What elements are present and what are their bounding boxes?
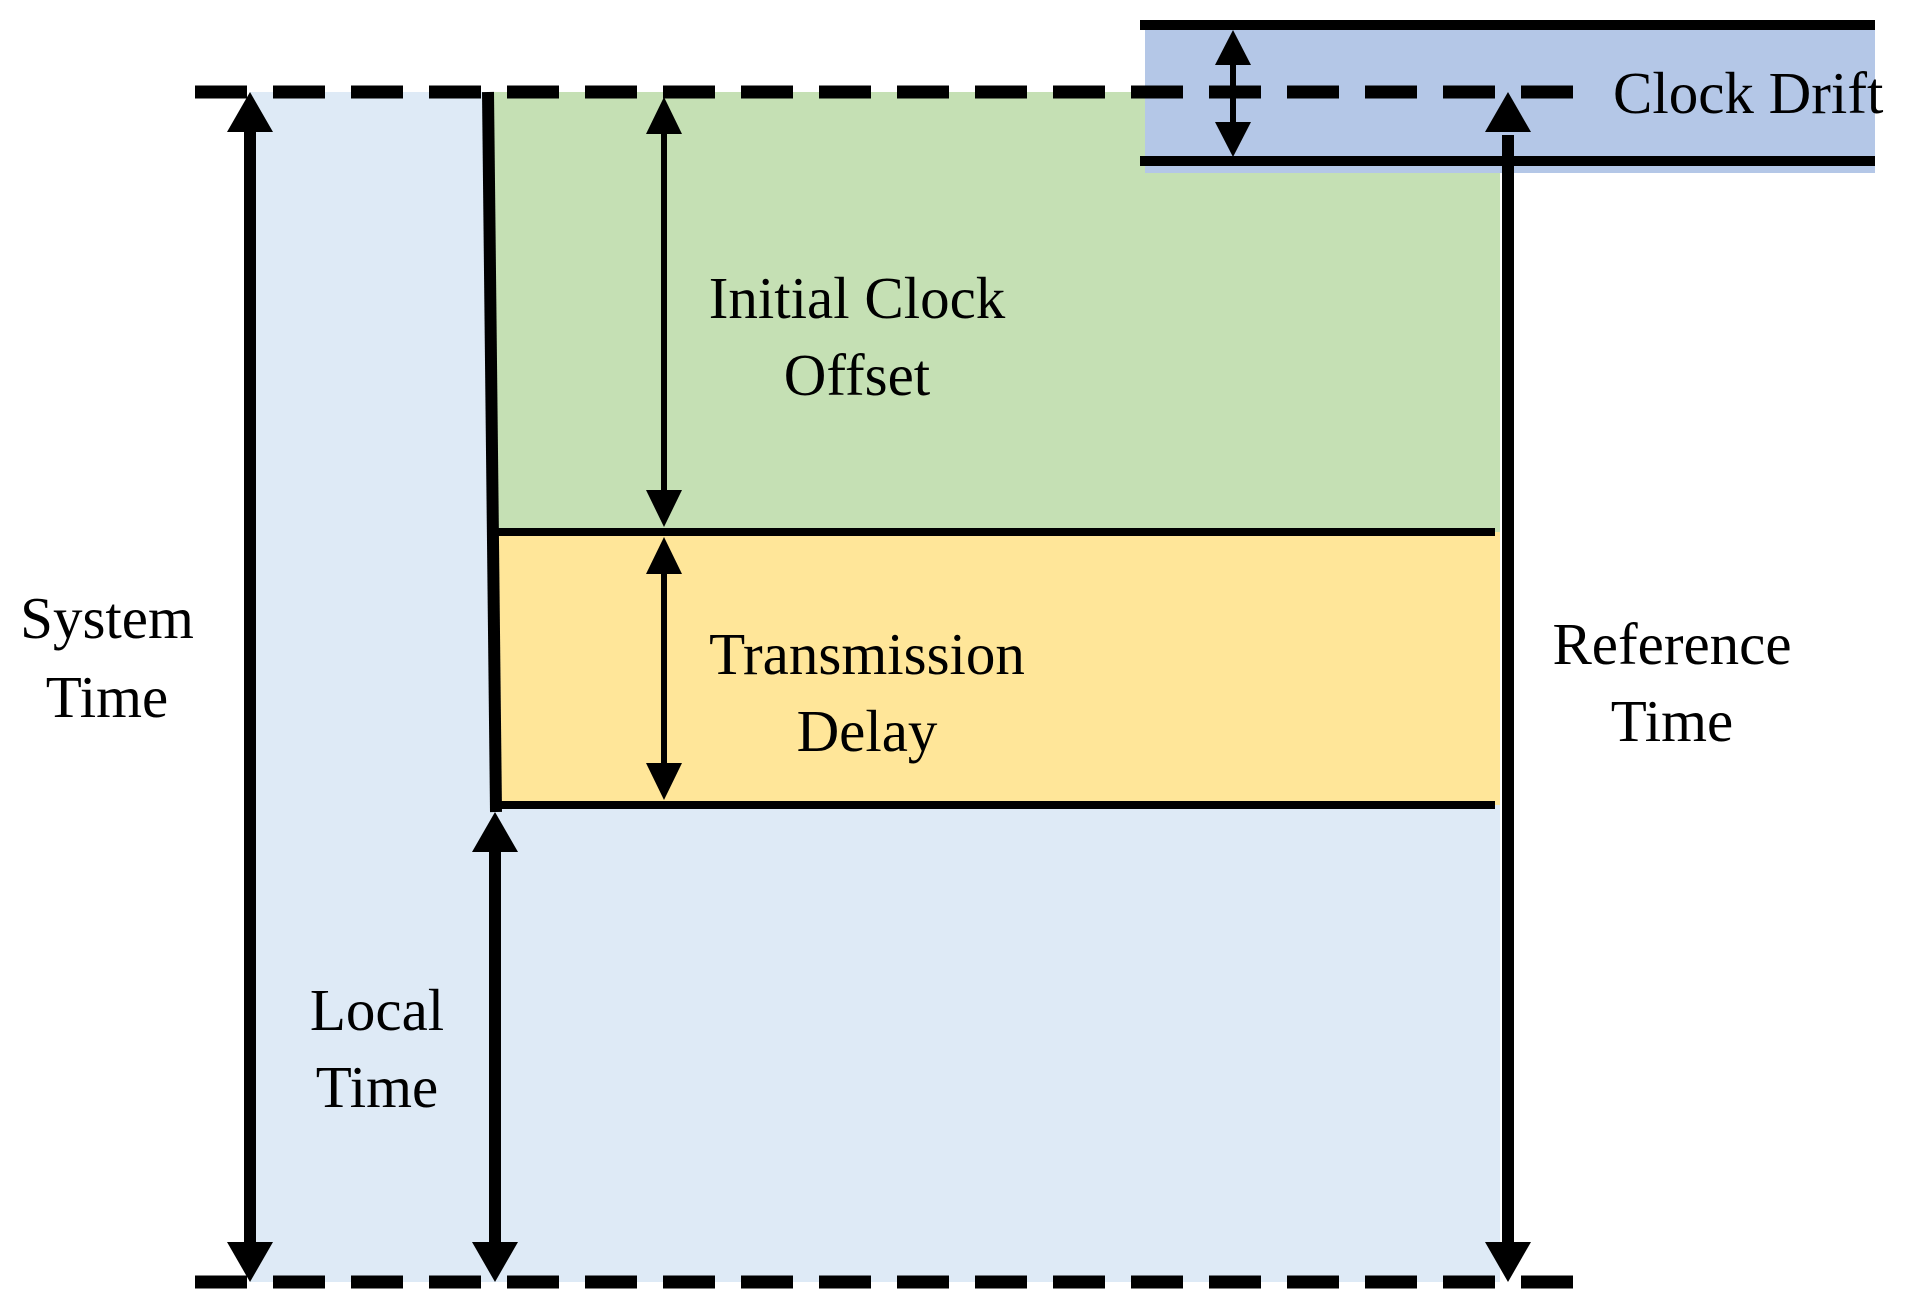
initial-clock-offset-arrow [646, 97, 682, 527]
system-time-label-line1: System [20, 585, 194, 651]
system-time-arrow [227, 92, 273, 1282]
transmission-delay-arrow [646, 537, 682, 800]
initial-clock-offset-label-line1: Initial Clock [709, 265, 1006, 331]
local-time-label-line1: Local [310, 977, 444, 1043]
reference-time-arrow [1485, 92, 1531, 1282]
local-time-region [495, 805, 1500, 1282]
clock-drift-arrow [1215, 30, 1251, 157]
system-time-label-line2: Time [46, 664, 168, 730]
system-time-region [250, 92, 500, 1282]
local-time-arrow [472, 812, 518, 1282]
local-clock-line [482, 91, 502, 813]
clock-drift-label: Clock Drift [1613, 60, 1884, 126]
transmission-delay-label-line1: Transmission [709, 621, 1025, 687]
initial-clock-offset-label-line2: Offset [784, 342, 931, 408]
local-time-label-line2: Time [316, 1054, 438, 1120]
transmission-delay-label-line2: Delay [797, 698, 938, 764]
reference-time-label-line2: Time [1611, 688, 1733, 754]
reference-time-label-line1: Reference [1552, 611, 1791, 677]
